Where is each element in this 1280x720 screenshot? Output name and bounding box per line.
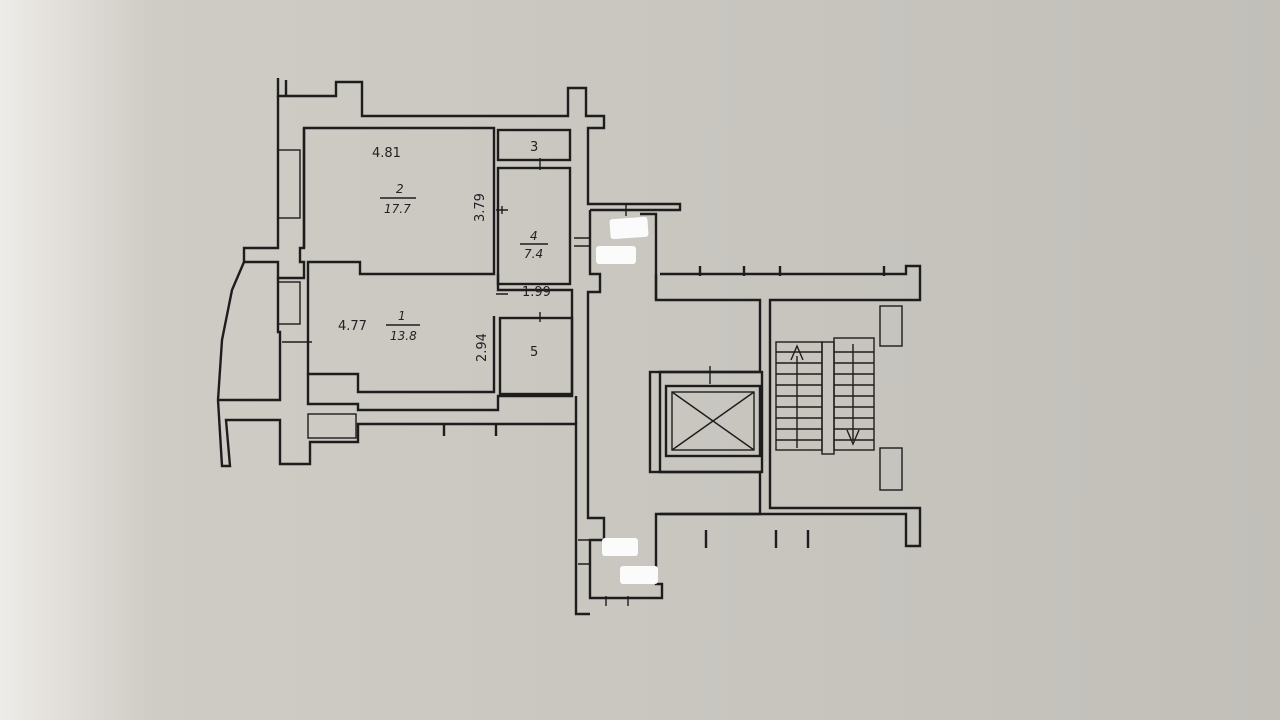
room-3-number: 3 — [530, 140, 538, 155]
stair-up-arrow-icon — [790, 344, 804, 448]
elevator-shaft-icon — [648, 366, 764, 474]
room-2-label: 4.81 2 17.7 3.79 — [372, 146, 488, 222]
door-marks — [282, 158, 629, 606]
apartment-walls — [216, 78, 682, 616]
room-1-label: 4.77 1 13.8 2.94 — [338, 309, 490, 362]
room-2-area: 17.7 — [384, 202, 411, 216]
staircase — [775, 337, 875, 455]
room-5-label: 5 — [530, 345, 538, 360]
room-4-area: 7.4 — [524, 247, 543, 261]
room-2-width: 4.81 — [372, 146, 401, 161]
room-4-number: 4 — [530, 229, 538, 243]
room-4-width: 1.99 — [522, 285, 551, 300]
stair-down-arrow-icon — [846, 344, 860, 446]
room-1-number: 1 — [398, 309, 406, 323]
room-2-depth: 3.79 — [473, 193, 488, 222]
corridor-walls — [442, 210, 922, 600]
tape-patches — [596, 216, 658, 584]
room-4-outline — [496, 166, 572, 286]
room-1-depth: 2.94 — [475, 333, 490, 362]
room-3-label: 3 — [530, 140, 538, 155]
room-1-width: 4.77 — [338, 319, 367, 334]
room-4-label: 4 7.4 1.99 — [520, 229, 551, 300]
room-1-area: 13.8 — [390, 329, 417, 343]
room-3-outline — [496, 128, 572, 162]
room-5-number: 5 — [530, 345, 538, 360]
room-2-number: 2 — [396, 182, 404, 196]
room-5-outline — [498, 316, 574, 396]
